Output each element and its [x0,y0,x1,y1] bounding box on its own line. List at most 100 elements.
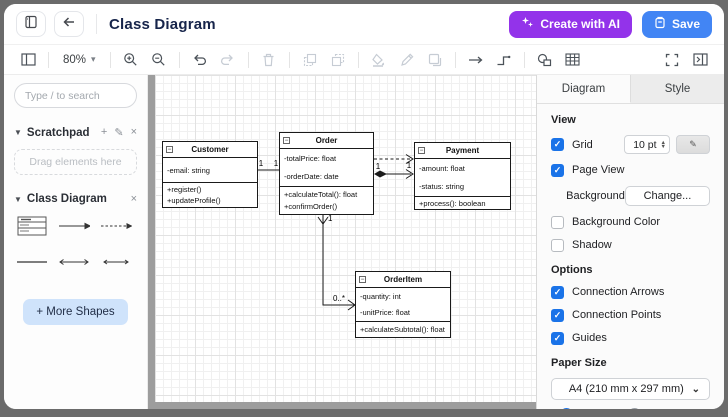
page-title: Class Diagram [109,15,216,33]
background-color-checkbox[interactable] [551,215,564,229]
tab-style[interactable]: Style [664,83,691,95]
connection-arrows-label: Connection Arrows [572,286,665,298]
redo-icon [221,54,233,66]
radio-unselected-icon [628,408,642,409]
collapse-icon[interactable]: − [166,146,173,153]
diagram-canvas[interactable]: − Customer -email: string +register() +u… [148,75,536,409]
stepper-icons[interactable]: ▲▼ [660,139,666,150]
grid-size-value: 10 pt [633,138,657,151]
undo-icon [194,54,207,66]
section-label: Class Diagram [26,193,107,205]
landscape-radio[interactable]: Landscape [628,408,701,409]
chevron-down-icon: ▾ [91,54,96,64]
shape-bidirectional-arrow[interactable] [56,251,92,273]
app-window: Class Diagram Create with AI Save [4,4,724,409]
waypoints-button[interactable] [492,49,516,71]
zoom-in-icon [124,53,137,66]
scratchpad-dropzone[interactable]: Drag elements here [14,149,137,175]
insert-table-button[interactable] [561,49,585,71]
to-back-icon [331,53,344,66]
guides-checkbox[interactable]: ✓ [551,331,564,345]
create-with-ai-label: Create with AI [540,17,620,31]
search-input[interactable] [14,83,137,108]
pencil-icon [400,53,414,66]
edit-style-button[interactable] [395,49,419,71]
class-method[interactable]: +process(): boolean [419,198,486,208]
view-heading: View [551,114,576,126]
grid-color-button[interactable]: ✎ [676,135,710,154]
radio-selected-icon [559,408,573,409]
class-attribute[interactable]: -totalPrice: float [284,154,337,164]
class-customer[interactable]: − Customer -email: string +register() +u… [162,141,258,208]
back-button[interactable] [54,11,84,37]
pages-panel-button[interactable] [16,11,46,37]
tab-diagram[interactable]: Diagram [537,75,631,103]
paper-size-value: A4 (210 mm x 297 mm) [568,383,684,395]
class-method[interactable]: +calculateTotal(): float [284,189,358,199]
class-payment[interactable]: − Payment -amount: float -status: string… [414,142,511,210]
page-view-checkbox[interactable]: ✓ [551,163,564,177]
scratchpad-header[interactable]: ▼ Scratchpad + ✎ × [14,126,137,139]
class-attribute[interactable]: -quantity: int [360,292,401,302]
class-attribute[interactable]: -orderDate: date [284,171,339,181]
class-attribute[interactable]: -status: string [419,181,465,191]
shape-bidirectional-line[interactable] [98,251,134,273]
zoom-in-button[interactable] [119,49,143,71]
class-attribute[interactable]: -amount: float [419,164,465,174]
fullscreen-button[interactable] [660,49,684,71]
change-background-button[interactable]: Change... [624,186,710,206]
class-orderitem[interactable]: − OrderItem -quantity: int -unitPrice: f… [355,271,451,338]
shape-line[interactable] [14,251,50,273]
class-method[interactable]: +confirmOrder() [284,202,338,212]
insert-shape-button[interactable] [533,49,557,71]
undo-button[interactable] [188,49,212,71]
shadow-button[interactable] [423,49,447,71]
class-method[interactable]: +updateProfile() [167,196,221,205]
shape-arrow[interactable] [56,215,92,237]
fill-color-button[interactable] [367,49,391,71]
save-button[interactable]: Save [641,10,712,38]
zoom-out-button[interactable] [147,49,171,71]
create-with-ai-button[interactable]: Create with AI [509,10,632,38]
shape-dashed-arrow[interactable] [98,215,134,237]
more-shapes-button[interactable]: + More Shapes [23,299,128,325]
section-close-icon[interactable]: × [130,193,137,205]
class-order[interactable]: − Order -totalPrice: float -orderDate: d… [279,132,374,215]
toggle-left-panel-button[interactable] [16,49,40,71]
page-view-label: Page View [572,164,625,176]
connection-arrows-checkbox[interactable]: ✓ [551,285,564,299]
scratchpad-label: Scratchpad [26,126,90,139]
scratchpad-add-icon[interactable]: + [100,126,108,138]
sparkles-icon [521,16,534,32]
shape-palette [14,215,137,273]
connector-icon [497,55,511,66]
scratchpad-close-icon[interactable]: × [130,126,137,138]
connection-points-checkbox[interactable]: ✓ [551,308,564,322]
grid-size-input[interactable]: 10 pt ▲▼ [624,135,670,154]
collapse-icon[interactable]: − [418,147,425,154]
back-arrow-icon [62,15,76,33]
to-front-button[interactable] [298,49,322,71]
zoom-dropdown[interactable]: 80% ▾ [57,52,102,68]
delete-button[interactable] [257,49,281,71]
portrait-radio[interactable]: Portrait [559,408,614,409]
shadow-checkbox[interactable] [551,238,564,252]
shape-class[interactable] [14,215,50,237]
class-diagram-section-header[interactable]: ▼ Class Diagram × [14,193,137,205]
connection-button[interactable] [464,49,488,71]
grid-checkbox[interactable]: ✓ [551,138,564,151]
collapse-icon[interactable]: − [283,137,290,144]
redo-button[interactable] [216,49,240,71]
class-attribute[interactable]: -unitPrice: float [360,307,411,317]
paper-size-select[interactable]: A4 (210 mm x 297 mm) ⌄ [551,378,710,400]
class-attribute[interactable]: -email: string [167,165,210,175]
to-back-button[interactable] [326,49,350,71]
class-method[interactable]: +register() [167,185,202,194]
topbar: Class Diagram Create with AI Save [4,4,724,45]
drawing-page [155,75,536,402]
scratchpad-edit-icon[interactable]: ✎ [114,127,124,139]
toggle-format-panel-button[interactable] [688,49,712,71]
class-method[interactable]: +calculateSubtotal(): float [360,325,445,334]
grid-label: Grid [572,138,593,151]
collapse-icon[interactable]: − [359,276,366,283]
